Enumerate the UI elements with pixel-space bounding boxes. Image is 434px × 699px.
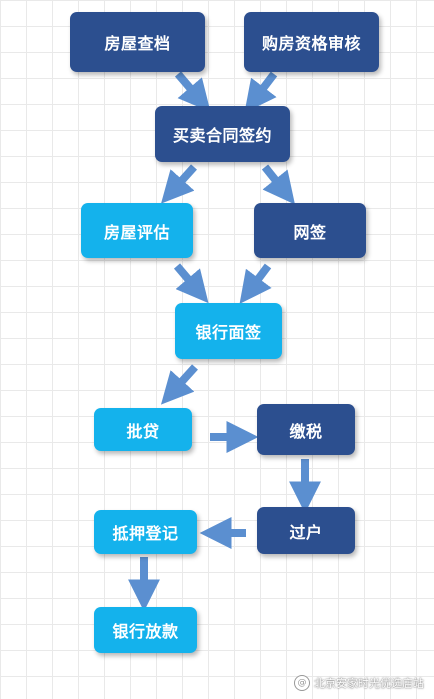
- arrow-qualification-to-contract: [244, 71, 278, 113]
- node-online-signing: 网签: [254, 203, 366, 258]
- node-tax-payment: 缴税: [257, 404, 355, 455]
- node-mortgage-registration: 抵押登记: [94, 510, 197, 554]
- arrow-contract-to-appraisal: [161, 164, 197, 204]
- node-house-check: 房屋查档: [70, 12, 205, 72]
- node-sales-contract: 买卖合同签约: [155, 106, 290, 162]
- node-transfer: 过户: [257, 507, 355, 554]
- node-bank-interview: 银行面签: [175, 303, 282, 359]
- node-purchase-qualification: 购房资格审核: [244, 12, 379, 72]
- watermark-text: 北京安家时光优选店站: [314, 677, 424, 690]
- node-bank-disbursement: 银行放款: [94, 607, 197, 653]
- arrow-online-signing-to-interview: [239, 263, 272, 304]
- arrow-contract-to-online-signing: [261, 164, 295, 205]
- node-house-appraisal: 房屋评估: [81, 203, 193, 258]
- arrow-house-check-to-contract: [174, 71, 211, 113]
- watermark: @ 北京安家时光优选店站: [294, 675, 424, 691]
- arrow-interview-to-loan: [160, 364, 198, 405]
- arrow-appraisal-to-interview: [173, 263, 209, 304]
- node-loan-approval: 批贷: [94, 408, 192, 451]
- at-icon: @: [294, 675, 310, 691]
